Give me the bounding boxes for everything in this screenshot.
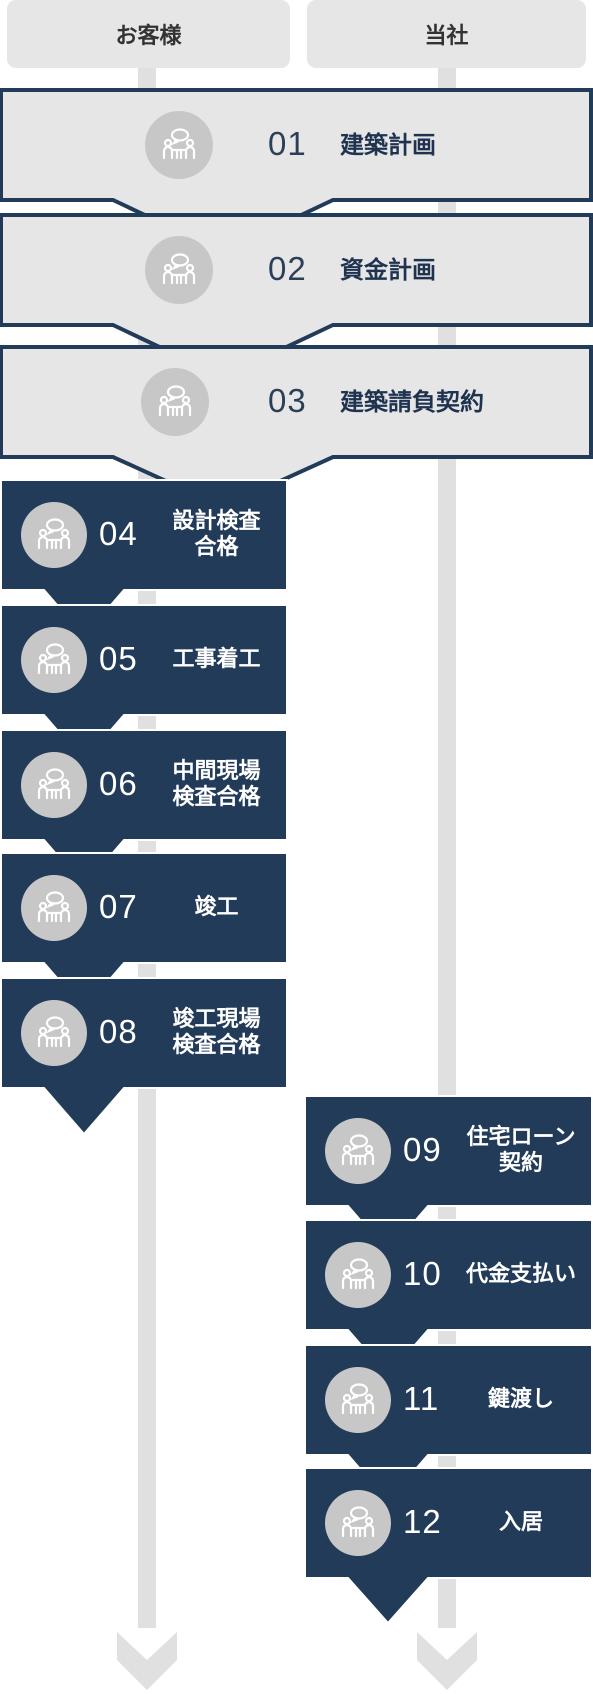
meeting-icon — [21, 502, 87, 568]
step-number: 11 — [403, 1380, 440, 1417]
step-number: 07 — [99, 888, 138, 925]
step-number: 02 — [268, 250, 307, 287]
step-label: 建築請負契約 — [340, 388, 484, 416]
meeting-icon — [325, 1242, 391, 1308]
meeting-icon — [21, 875, 87, 941]
step-number: 04 — [99, 515, 138, 552]
step-02: 02 資金計画 — [1, 215, 591, 325]
step-10: 10 代金支払い — [305, 1220, 592, 1330]
meeting-icon — [325, 1367, 391, 1433]
step-05: 05 工事着工 — [1, 605, 287, 715]
step-08: 08 竣工現場 検査合格 — [1, 978, 287, 1088]
step-label: 竣工 — [194, 895, 239, 920]
meeting-icon — [145, 111, 213, 179]
step-11: 11 鍵渡し — [305, 1345, 592, 1455]
step-label: 竣工現場 検査合格 — [172, 1007, 261, 1058]
step-03: 03 建築請負契約 — [1, 347, 591, 457]
meeting-icon — [21, 752, 87, 818]
company-track-arrowhead — [417, 1632, 477, 1690]
step-label: 中間現場 検査合格 — [172, 759, 261, 810]
meeting-icon — [145, 236, 213, 304]
step-number: 09 — [403, 1131, 442, 1168]
step-label: 住宅ローン 契約 — [466, 1125, 576, 1176]
step-label: 代金支払い — [465, 1262, 576, 1287]
customer-track-arrowhead — [117, 1632, 177, 1690]
step-07: 07 竣工 — [1, 853, 287, 963]
meeting-icon — [141, 368, 209, 436]
step-number: 03 — [268, 382, 307, 419]
column-header-customer: お客様 — [7, 0, 290, 68]
step-number: 05 — [99, 640, 138, 677]
step-label: 工事着工 — [172, 647, 261, 672]
meeting-icon — [325, 1490, 391, 1556]
meeting-icon — [21, 627, 87, 693]
step-01: 01 建築計画 — [1, 90, 591, 200]
step-number: 08 — [99, 1013, 138, 1050]
step-label: 鍵渡し — [487, 1387, 554, 1412]
step-09: 09 住宅ローン 契約 — [305, 1096, 592, 1206]
column-header-company: 当社 — [307, 0, 586, 68]
step-label: 建築計画 — [340, 131, 436, 159]
step-12: 12 入居 — [305, 1468, 592, 1578]
step-label: 入居 — [498, 1510, 543, 1535]
step-label: 設計検査 合格 — [172, 509, 261, 560]
step-number: 01 — [268, 125, 307, 162]
step-06: 06 中間現場 検査合格 — [1, 730, 287, 840]
step-number: 06 — [99, 765, 138, 802]
step-04: 04 設計検査 合格 — [1, 480, 287, 590]
step-number: 10 — [403, 1255, 442, 1292]
meeting-icon — [21, 1000, 87, 1066]
step-label: 資金計画 — [340, 256, 436, 284]
meeting-icon — [325, 1118, 391, 1184]
step-number: 12 — [403, 1503, 442, 1540]
